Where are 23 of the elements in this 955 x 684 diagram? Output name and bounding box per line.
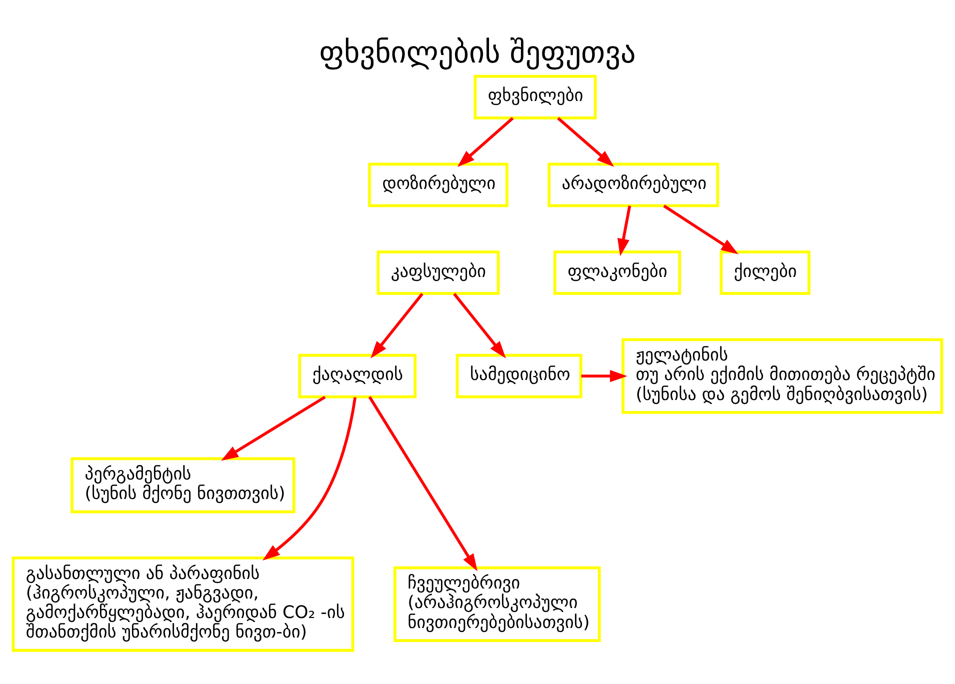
node-box: ფხვნილები bbox=[474, 74, 597, 120]
arrow bbox=[370, 292, 424, 358]
node-box: კაფსულები bbox=[376, 250, 500, 295]
arrow bbox=[557, 117, 614, 167]
arrow bbox=[368, 396, 478, 572]
arrow bbox=[221, 396, 326, 461]
arrow bbox=[453, 292, 506, 358]
diagram-title: ფხვნილების შეფუთვა bbox=[319, 35, 636, 70]
node-box: პერგამენტის (სუნის მქონე ნივთთვის) bbox=[70, 457, 296, 514]
node-box: გასანთლული ან პარაფინის (ჰიგროსკოპული, ჟანგვადი, გამოქარწყლებადი, ჰაერიდან CO₂ -ის შთანთქმის უნარისმქონე ნივთ-ბი) bbox=[12, 556, 354, 652]
node-box: ქაღალდის bbox=[298, 354, 417, 398]
node-box: დოზირებული bbox=[368, 162, 508, 208]
arrow bbox=[262, 397, 357, 560]
arrow bbox=[457, 117, 514, 167]
arrow bbox=[617, 206, 632, 256]
node-box: სამედიცინო bbox=[456, 354, 582, 398]
arrow bbox=[663, 204, 738, 254]
node-box: ფლაკონები bbox=[553, 250, 682, 295]
node-box: არადოზირებული bbox=[548, 162, 720, 208]
node-box: ჟელატინის თუ არის ექიმის მითითება რეცეპტში (სუნისა და გემოს შენიღბვისათვის) bbox=[622, 338, 944, 414]
arrow bbox=[581, 370, 628, 382]
node-box: ჩვეულებრივი (არაჰიგროსკოპული ნივთიერებებისათვის) bbox=[393, 566, 601, 642]
node-box: ქილები bbox=[720, 250, 810, 295]
